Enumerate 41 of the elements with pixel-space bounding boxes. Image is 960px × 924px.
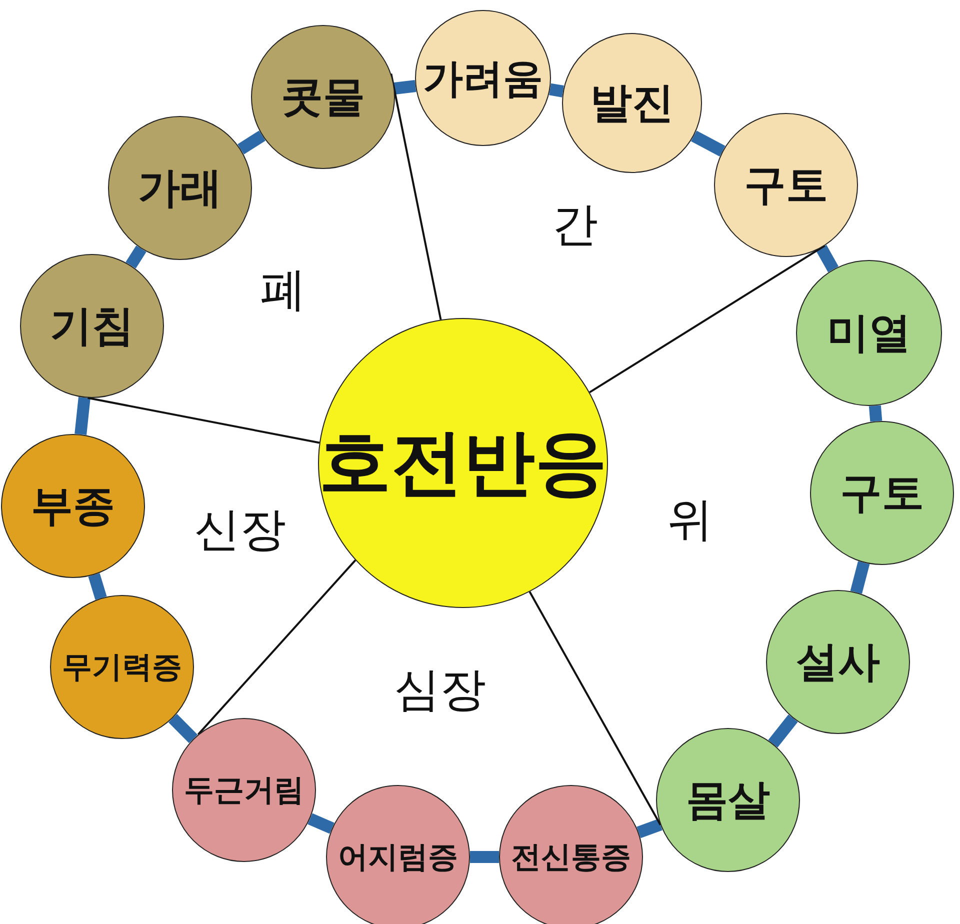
divider-line (197, 560, 356, 736)
divider-line (390, 74, 442, 320)
ring-connector (850, 561, 870, 594)
symptom-circle: 가래 (108, 116, 252, 260)
symptom-circle: 부종 (1, 434, 145, 578)
organ-label: 위 (667, 491, 713, 548)
ring-connector (868, 405, 882, 422)
ring-connector (690, 130, 726, 156)
organ-label: 신장 (194, 501, 286, 558)
symptom-circle: 발진 (562, 33, 702, 173)
symptom-circle: 무기력증 (50, 595, 194, 739)
organ-label: 심장 (394, 661, 486, 718)
ring-connector (74, 396, 90, 436)
organ-label: 폐 (260, 261, 306, 318)
symptom-circle: 어지럼증 (326, 785, 470, 924)
ring-connector (126, 245, 146, 269)
ring-connector (636, 818, 662, 838)
ring-connector (168, 714, 198, 744)
center-circle: 호전반응 (318, 318, 608, 608)
symptom-circle: 기침 (20, 254, 164, 398)
symptom-circle: 미열 (796, 260, 942, 406)
divider-line (528, 591, 662, 826)
symptom-circle: 구토 (714, 113, 858, 257)
ring-connector (470, 851, 499, 863)
symptom-circle: 가려움 (415, 10, 551, 146)
ring-connector (238, 130, 266, 154)
symptom-circle: 콧물 (251, 25, 395, 169)
symptom-circle: 두근거림 (172, 718, 316, 862)
divider-line (88, 396, 320, 444)
ring-connector (549, 83, 564, 98)
organ-label: 간 (552, 196, 598, 253)
ring-connector (394, 80, 416, 94)
divider-line (589, 244, 826, 394)
symptom-circle: 전신통증 (499, 785, 643, 924)
symptom-circle: 구토 (810, 421, 954, 565)
ring-connector (768, 714, 798, 748)
ring-connector (308, 813, 334, 834)
symptom-circle: 설사 (766, 590, 910, 734)
symptom-circle: 몸살 (656, 728, 800, 872)
ring-connector (88, 573, 107, 600)
ring-connector (816, 244, 839, 272)
